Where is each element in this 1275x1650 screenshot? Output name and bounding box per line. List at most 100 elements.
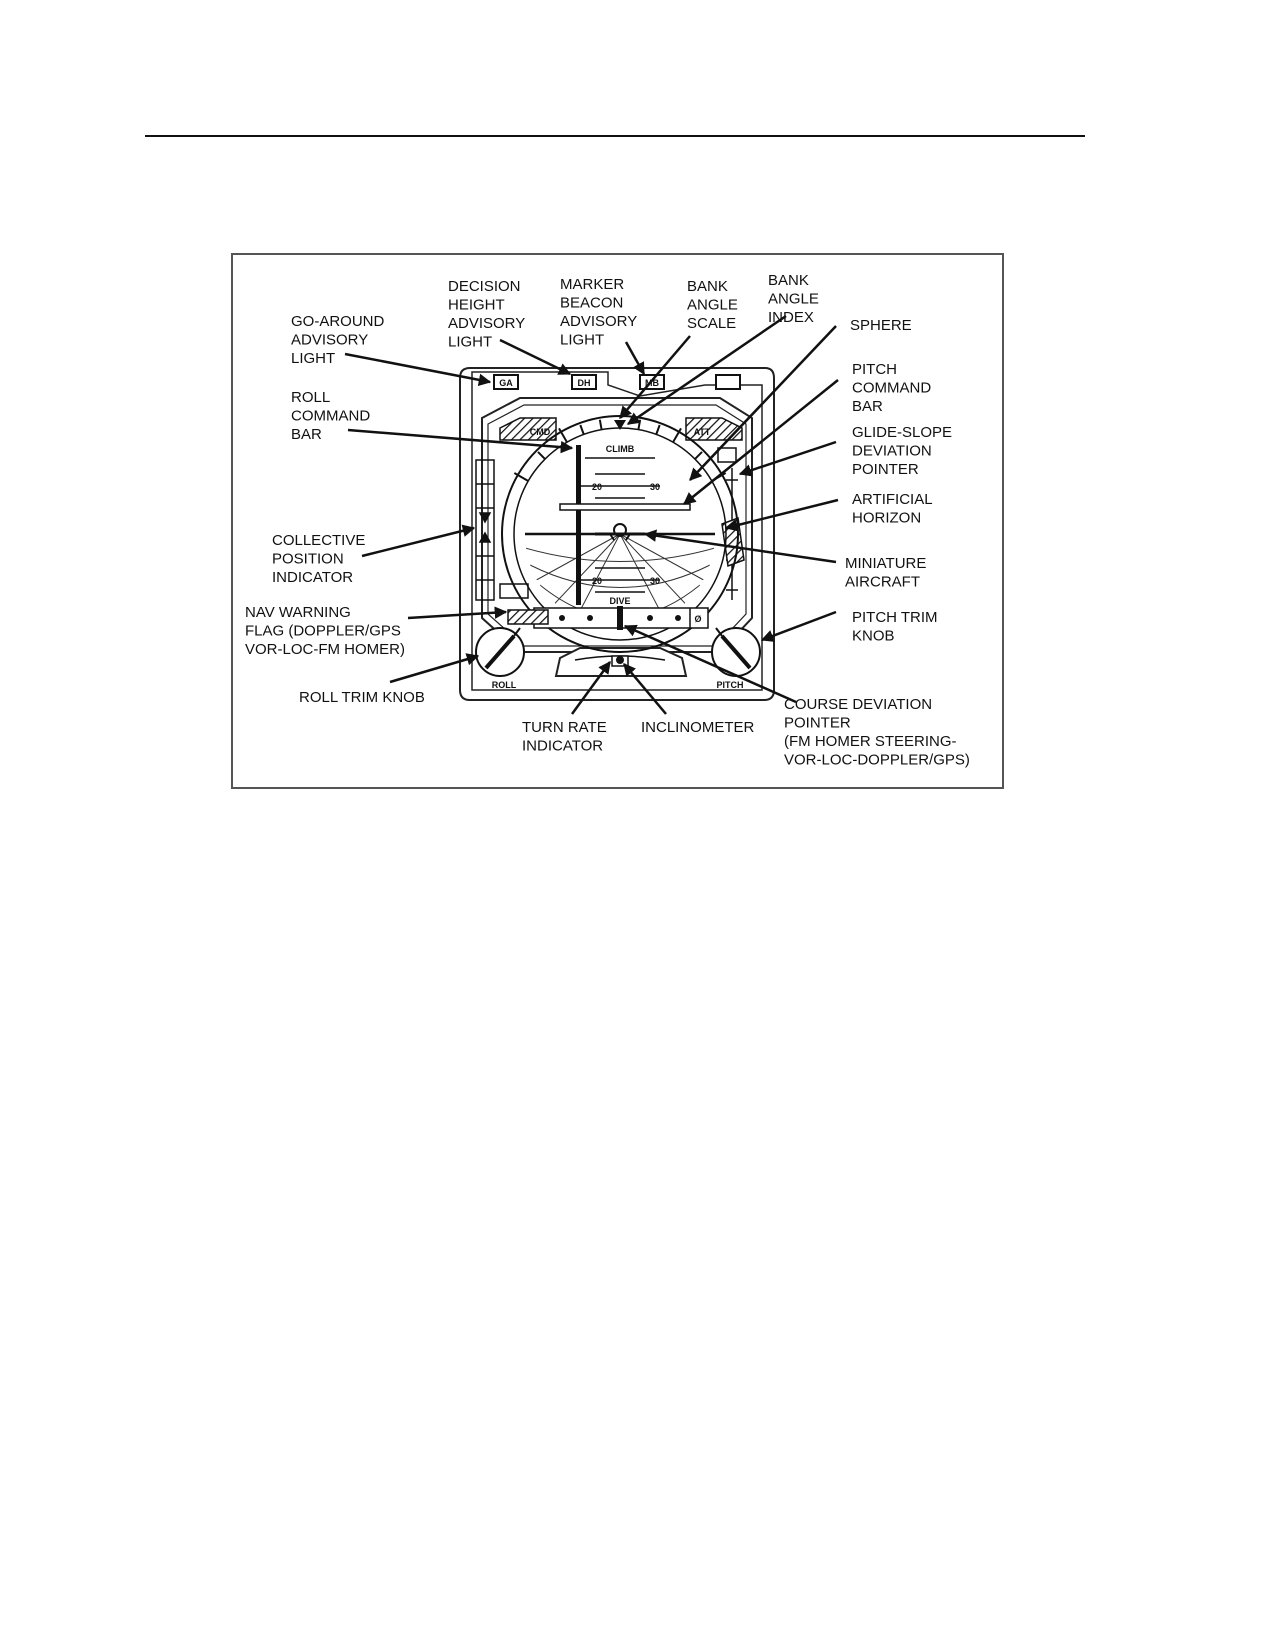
pitch-command-bar — [559, 503, 691, 511]
callout-line: MARKER — [560, 276, 624, 293]
inclinometer — [616, 656, 624, 664]
arrow-collective — [361, 524, 476, 558]
callout-line: POSITION — [272, 551, 344, 568]
callout-line: ARTIFICIAL — [852, 491, 933, 508]
arrow-nav-warning — [407, 606, 508, 620]
roll-knob-label: ROLL — [492, 680, 517, 690]
callout-line: BANK — [768, 272, 809, 289]
callout-line: INCLINOMETER — [641, 719, 755, 736]
callout-line: ROLL — [291, 389, 330, 406]
callout-line: GO-AROUND — [291, 313, 385, 330]
arrow-roll-command-bar — [347, 428, 574, 454]
roll-trim-knob: ROLL — [475, 627, 525, 690]
callout-line: SCALE — [687, 315, 736, 332]
cmd-flag: CMD — [499, 417, 557, 441]
pitch-20-left-lower: 20 — [592, 576, 602, 586]
callout-line: POINTER — [784, 715, 851, 732]
arrow-bank-angle-scale — [619, 335, 691, 419]
callout-line: VOR-LOC-DOPPLER/GPS) — [784, 752, 970, 769]
callout-line: INDICATOR — [522, 738, 603, 755]
callout-line: COURSE DEVIATION — [784, 696, 932, 713]
arrow-marker-beacon — [624, 341, 646, 376]
att-flag: ATT — [685, 417, 743, 441]
callout-miniature-aircraft: MINIATURE AIRCRAFT — [845, 555, 926, 591]
arrow-decision-height — [499, 338, 572, 376]
callout-line: (FM HOMER STEERING- — [784, 733, 957, 750]
arrow-pitch-trim-knob — [760, 610, 837, 642]
callout-line: ANGLE — [687, 297, 738, 314]
arrow-miniature-aircraft — [643, 529, 837, 564]
callout-line: INDEX — [768, 309, 814, 326]
bank-tick — [694, 451, 703, 460]
callout-line: ADVISORY — [560, 313, 637, 330]
callout-line: LIGHT — [448, 334, 492, 351]
callout-line: ADVISORY — [291, 332, 368, 349]
miniature-aircraft — [595, 523, 645, 541]
callout-line: PITCH TRIM — [852, 609, 938, 626]
pitch-20-left: 20 — [592, 482, 602, 492]
pitch-30-right-lower: 30 — [650, 576, 660, 586]
svg-text:GA: GA — [499, 378, 513, 388]
callout-turn-rate-indicator: TURN RATE INDICATOR — [522, 719, 607, 755]
bank-tick — [558, 427, 568, 443]
callout-line: DECISION — [448, 278, 521, 295]
callout-line: BEACON — [560, 295, 623, 312]
callout-line: ROLL TRIM KNOB — [299, 689, 425, 706]
dh-light: DH — [571, 374, 597, 390]
arrow-inclinometer — [623, 663, 667, 715]
bank-tick — [513, 472, 529, 482]
course-deviation-pointer — [617, 606, 623, 630]
arrow-artificial-horizon — [724, 498, 839, 532]
bank-tick — [655, 424, 661, 435]
pitch-30-right: 30 — [650, 482, 660, 492]
pitch-knob-label: PITCH — [717, 680, 744, 690]
callout-line: FLAG (DOPPLER/GPS — [245, 623, 401, 640]
svg-text:DH: DH — [578, 378, 591, 388]
callout-line: AIRCRAFT — [845, 574, 920, 591]
arrow-course-deviation — [623, 624, 797, 704]
arrow-roll-trim-knob — [389, 653, 480, 684]
bank-tick — [637, 419, 642, 430]
callout-line: PITCH — [852, 361, 897, 378]
svg-text:MB: MB — [645, 378, 659, 388]
callout-line: BAR — [852, 398, 883, 415]
arrow-turn-rate — [570, 660, 612, 715]
callout-line: BANK — [687, 278, 728, 295]
callout-sphere: SPHERE — [850, 317, 912, 334]
arrow-pitch-command-bar — [683, 379, 839, 505]
arrow-sphere — [689, 325, 837, 481]
bank-tick — [579, 424, 585, 435]
blank-light — [715, 374, 741, 390]
arrow-bank-angle-index — [626, 314, 787, 426]
callout-line: LIGHT — [291, 350, 335, 367]
callout-line: BAR — [291, 426, 322, 443]
callout-line: DEVIATION — [852, 443, 932, 460]
arrow-go-around — [344, 352, 492, 387]
callout-pitch-trim-knob: PITCH TRIM KNOB — [852, 609, 938, 645]
callout-line: TURN RATE — [522, 719, 607, 736]
collective-position-indicator — [475, 459, 495, 601]
callout-line: NAV WARNING — [245, 604, 351, 621]
dive-label: DIVE — [609, 596, 630, 606]
callout-roll-trim-knob: ROLL TRIM KNOB — [299, 689, 425, 706]
ga-light: GA — [493, 374, 519, 390]
svg-text:ATT: ATT — [694, 427, 711, 437]
callout-line: ANGLE — [768, 291, 819, 308]
bank-tick — [672, 427, 682, 443]
svg-text:CMD: CMD — [530, 427, 551, 437]
callout-line: LIGHT — [560, 332, 604, 349]
callout-line: ADVISORY — [448, 315, 525, 332]
callout-line: GLIDE-SLOPE — [852, 424, 952, 441]
callout-line: MINIATURE — [845, 555, 926, 572]
callout-line: KNOB — [852, 628, 895, 645]
